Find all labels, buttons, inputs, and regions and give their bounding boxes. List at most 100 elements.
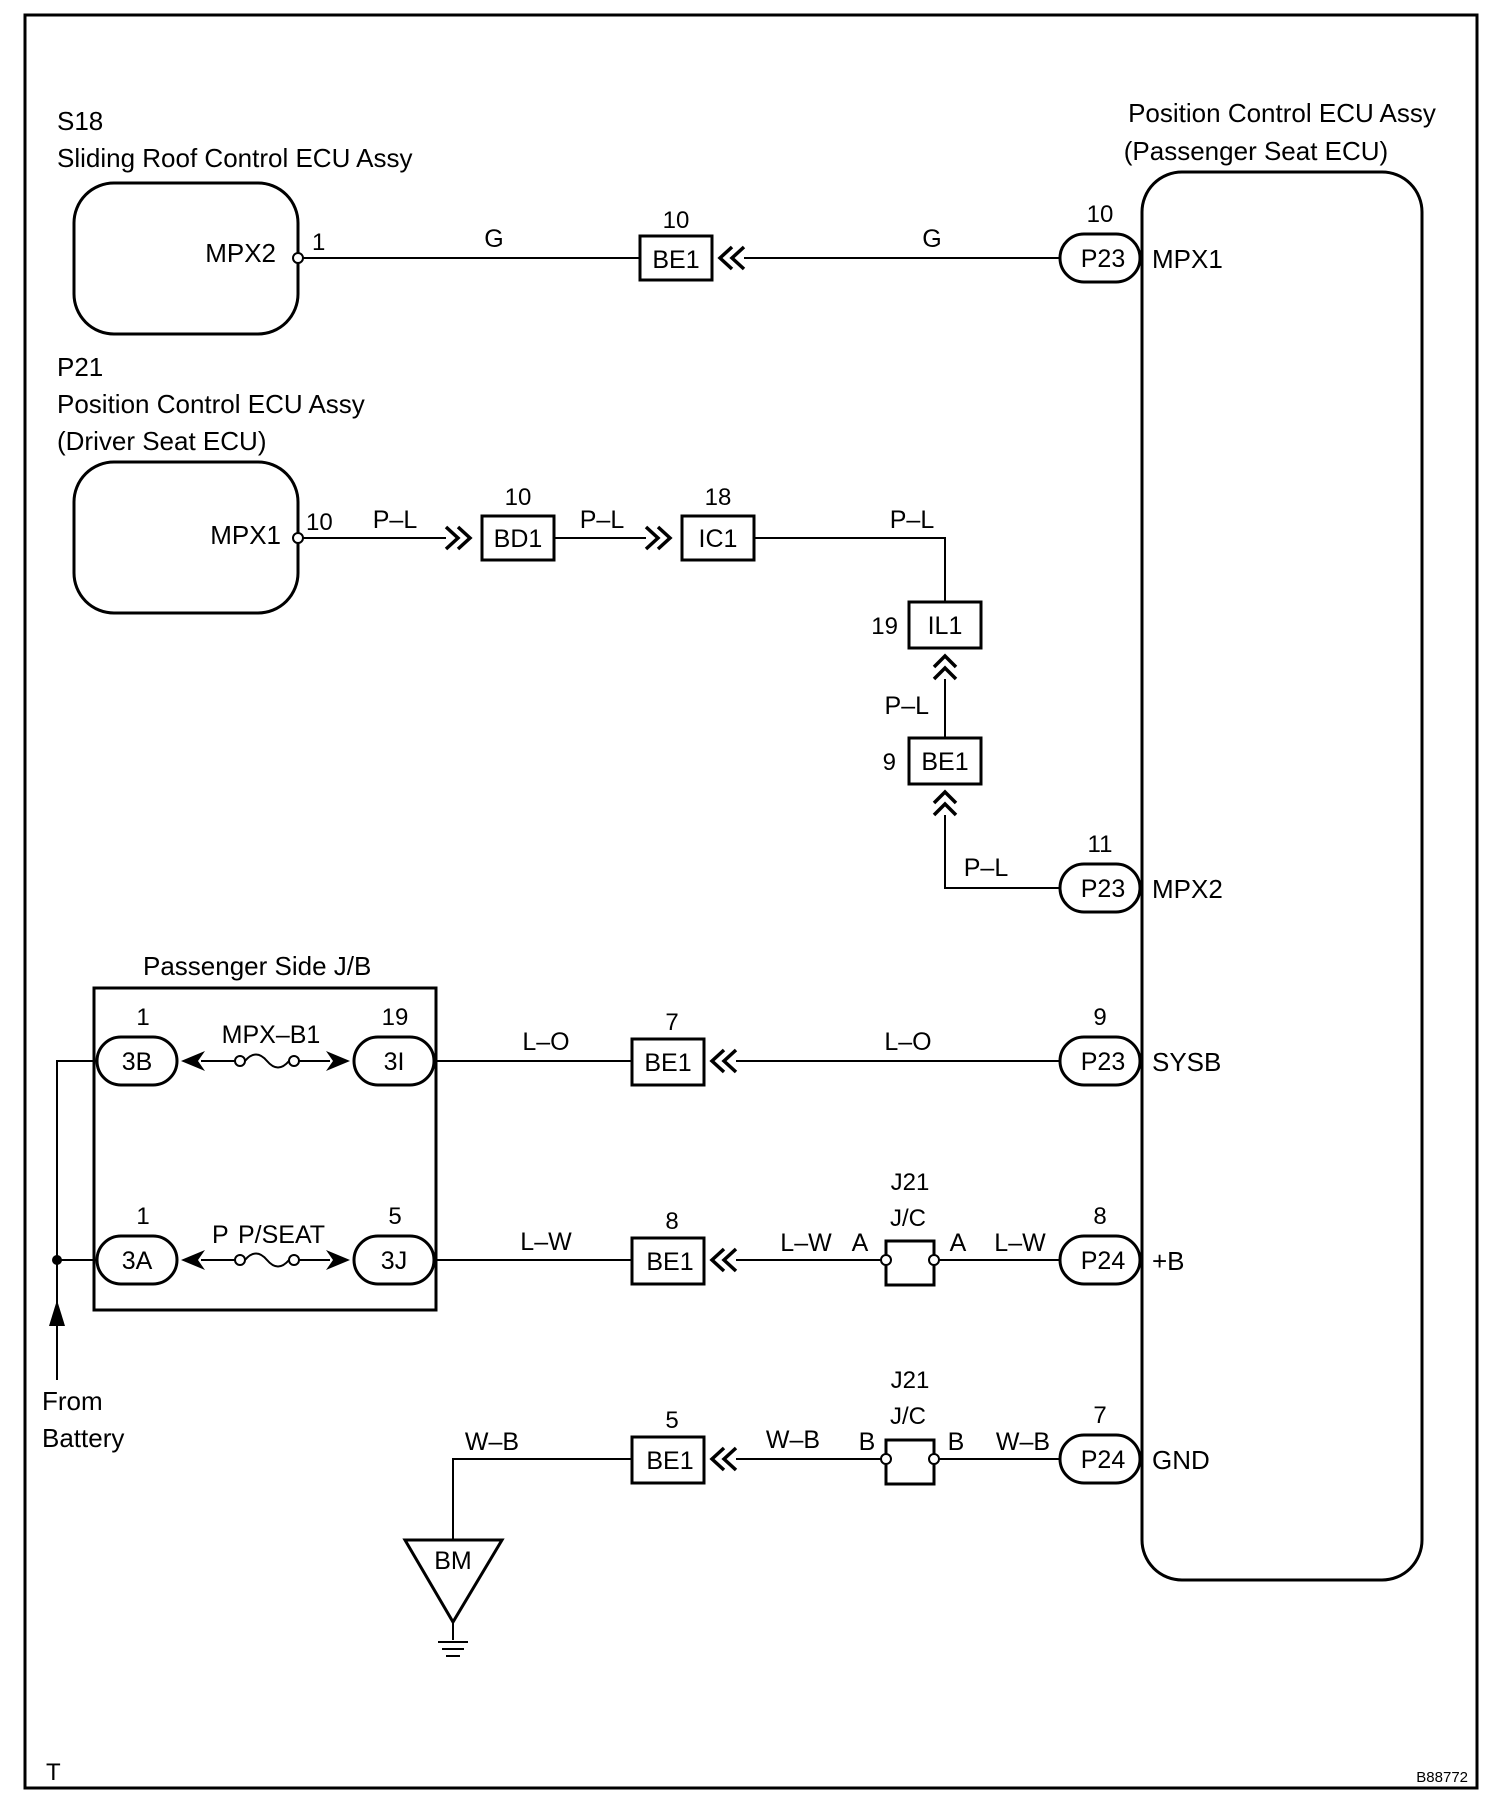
jb-fuse1-name: MPX–B1 xyxy=(222,1021,321,1049)
svg-text:10: 10 xyxy=(1087,201,1114,228)
p21-sub: (Driver Seat ECU) xyxy=(57,426,266,456)
fuse-terminal xyxy=(234,1254,246,1266)
wire-wb-label-mid: W–B xyxy=(766,1426,820,1454)
svg-text:GND: GND xyxy=(1152,1445,1210,1475)
s18-pin-number: 1 xyxy=(312,229,325,256)
jb-terminal-3b-label: 3B xyxy=(122,1048,153,1076)
jb-box xyxy=(92,986,438,1312)
connector-ic1-label: IC1 xyxy=(699,525,738,553)
connector-ic1-pin: 18 xyxy=(705,484,732,511)
jc-pin-a-left: A xyxy=(852,1229,869,1257)
jb-fuse2-prefix: P xyxy=(212,1221,229,1249)
connector-il1-pin: 19 xyxy=(871,613,898,640)
svg-text:+B: +B xyxy=(1152,1246,1185,1276)
connector-be1-8-pin: 8 xyxy=(665,1208,678,1235)
connector-chevron-icon xyxy=(644,525,673,551)
svg-text:P23: P23 xyxy=(1081,875,1125,903)
connector-ic1 xyxy=(680,514,756,562)
corner-mark: T xyxy=(46,1759,61,1786)
ecu-terminal-mpx1: P23 10 MPX1 xyxy=(1058,201,1223,284)
connector-chevron-icon xyxy=(932,789,958,817)
wire-g-label-right: G xyxy=(922,225,941,253)
p21-pin-terminal xyxy=(292,532,304,544)
svg-text:P23: P23 xyxy=(1081,1048,1125,1076)
from-battery-line2: Battery xyxy=(42,1423,124,1453)
wire-pl-label-3: P–L xyxy=(890,506,935,534)
connector-bd1-pin: 10 xyxy=(505,484,532,511)
jb-terminal-3i-label: 3I xyxy=(384,1048,405,1076)
wire-pl-label-5: P–L xyxy=(964,854,1009,882)
wire-pl-label-2: P–L xyxy=(580,506,625,534)
ground-icon xyxy=(438,1622,468,1657)
connector-be1-9-label: BE1 xyxy=(921,748,968,776)
jc-terminal xyxy=(928,1254,940,1266)
connector-bd1-label: BD1 xyxy=(494,525,543,553)
jb-terminal-3a-pin: 1 xyxy=(136,1203,149,1230)
svg-text:SYSB: SYSB xyxy=(1152,1047,1221,1077)
jb-arrow-icon xyxy=(181,1051,205,1071)
wire-wb-label-right: W–B xyxy=(996,1428,1050,1456)
connector-chevron-icon xyxy=(717,245,746,271)
connector-chevron-icon xyxy=(709,1247,738,1273)
jc-terminal xyxy=(928,1453,940,1465)
connector-chevron-icon xyxy=(932,653,958,681)
connector-be1-10-pin: 10 xyxy=(663,207,690,234)
ecu-terminal-gnd: P24 7 GND xyxy=(1058,1402,1210,1485)
passenger-ecu-sub: (Passenger Seat ECU) xyxy=(1124,136,1388,166)
jb-fuse2-name: P/SEAT xyxy=(238,1221,325,1249)
svg-text:11: 11 xyxy=(1088,831,1113,858)
svg-text:7: 7 xyxy=(1093,1402,1106,1429)
svg-text:P24: P24 xyxy=(1081,1247,1126,1275)
jb-terminal-3j-pin: 5 xyxy=(388,1203,401,1230)
wire-pl-label-4: P–L xyxy=(885,692,930,720)
jb-terminal-3a-label: 3A xyxy=(122,1247,153,1275)
ground-label: BM xyxy=(434,1547,472,1575)
wire-lw-label-left: L–W xyxy=(520,1228,572,1256)
jc-id-top: J21 xyxy=(891,1169,930,1196)
p21-pin-name: MPX1 xyxy=(210,520,281,550)
wire-lw-label-mid: L–W xyxy=(780,1229,832,1257)
jc-pin-b-left: B xyxy=(859,1428,876,1456)
wire-pl-seg5 xyxy=(944,815,1060,889)
p21-id: P21 xyxy=(57,352,103,382)
svg-text:8: 8 xyxy=(1093,1203,1106,1230)
connector-be1-7-pin: 7 xyxy=(665,1009,678,1036)
connector-chevron-icon xyxy=(444,525,473,551)
connector-il1 xyxy=(907,600,983,650)
jc-pin-a-right: A xyxy=(950,1229,967,1257)
wire-wb-ground xyxy=(452,1458,632,1559)
fuse-icon xyxy=(244,1252,290,1268)
from-battery-line1: From xyxy=(42,1386,103,1416)
wire-lw-label-right: L–W xyxy=(994,1229,1046,1257)
connector-chevron-icon xyxy=(709,1446,738,1472)
jb-arrow-icon xyxy=(326,1250,350,1270)
connector-be1-10-label: BE1 xyxy=(652,246,699,274)
connector-be1-9-pin: 9 xyxy=(883,749,896,776)
jc-name-bottom: J/C xyxy=(890,1403,926,1430)
fuse-terminal xyxy=(288,1055,300,1067)
wire-lo-label-left: L–O xyxy=(522,1028,569,1056)
connector-be1-5-label: BE1 xyxy=(646,1447,693,1475)
wire-wb-label-ground: W–B xyxy=(465,1428,519,1456)
connector-be1-5 xyxy=(630,1435,706,1485)
wire-g-label-left: G xyxy=(484,225,503,253)
jb-terminal-3j-label: 3J xyxy=(381,1247,407,1275)
diagram-frame xyxy=(23,13,1479,1790)
jc-terminal xyxy=(880,1453,892,1465)
junction-connector-j21-b xyxy=(884,1438,936,1486)
jc-terminal xyxy=(880,1254,892,1266)
svg-text:P23: P23 xyxy=(1081,245,1125,273)
connector-be1-9 xyxy=(907,736,983,786)
s18-pin-name: MPX2 xyxy=(205,238,276,268)
connector-be1-10 xyxy=(638,234,714,282)
connector-chevron-icon xyxy=(709,1048,738,1074)
connector-be1-8-label: BE1 xyxy=(646,1248,693,1276)
connector-be1-7-label: BE1 xyxy=(644,1049,691,1077)
jc-name-top: J/C xyxy=(890,1205,926,1232)
junction-connector-j21-a xyxy=(884,1239,936,1287)
connector-be1-5-pin: 5 xyxy=(665,1407,678,1434)
ecu-terminal-mpx2: P23 11 MPX2 xyxy=(1058,831,1223,914)
ecu-terminal-sysb: P23 9 SYSB xyxy=(1058,1004,1221,1087)
s18-id: S18 xyxy=(57,106,103,136)
